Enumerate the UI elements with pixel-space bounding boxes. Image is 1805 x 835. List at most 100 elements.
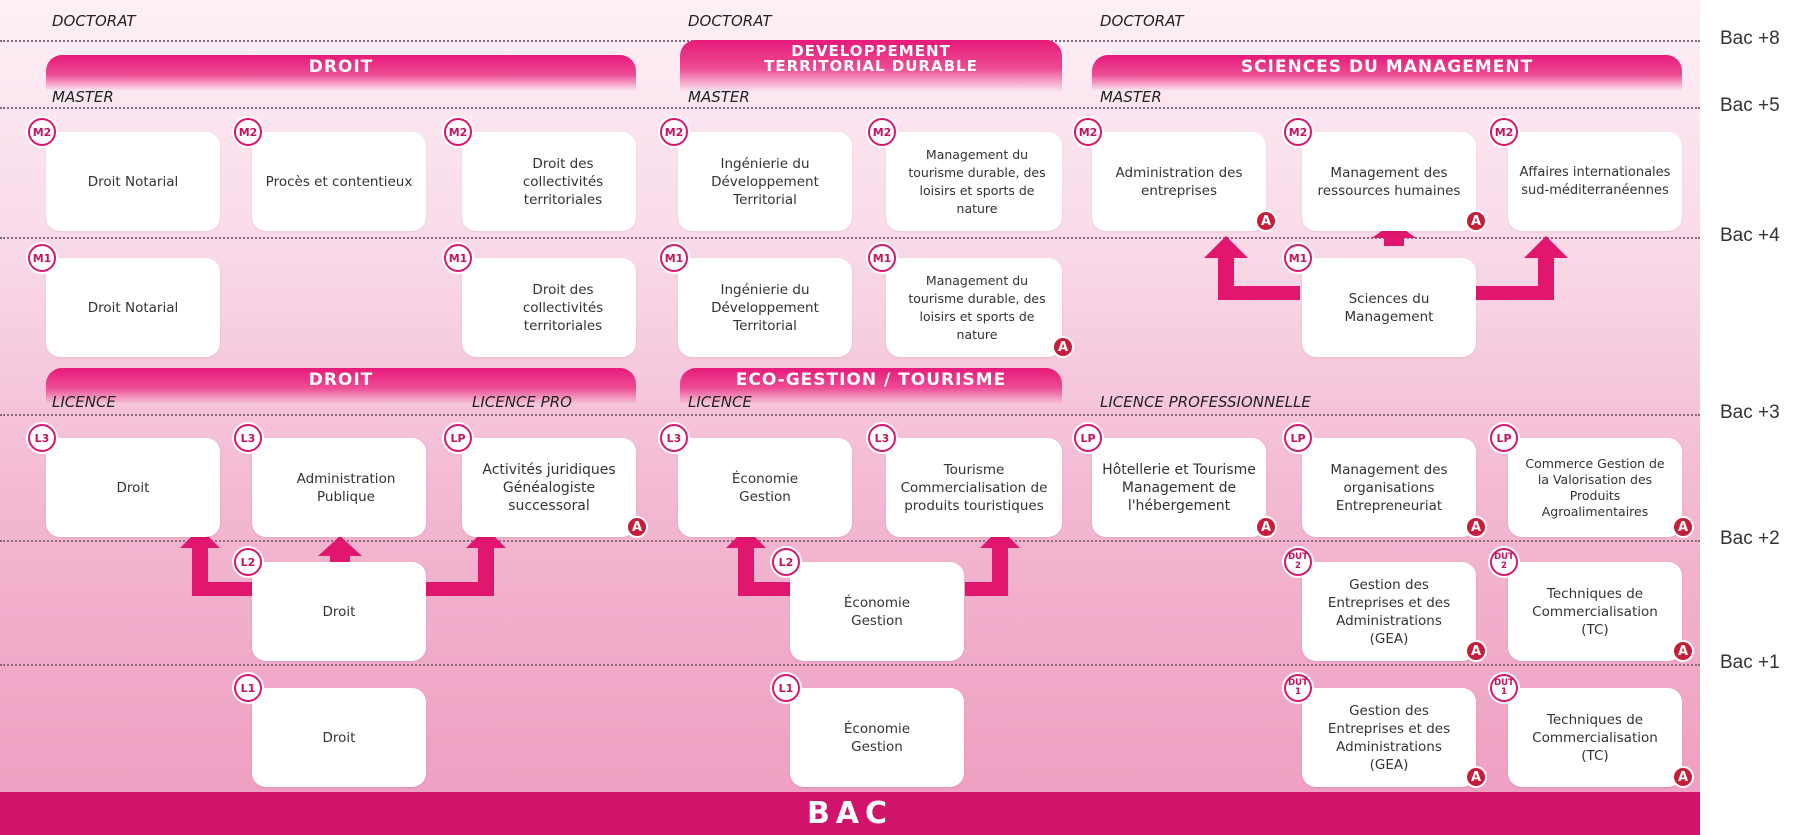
box-lp-commerce-gestion[interactable]: Commerce Gestion de la Valorisation des …: [1508, 438, 1682, 537]
box-dut1-gea[interactable]: Gestion des Entreprises et des Administr…: [1302, 688, 1476, 787]
box-l1-economie-gestion[interactable]: Économie Gestion: [790, 688, 964, 787]
licence-professionnelle-label: LICENCE PROFESSIONNELLE: [1100, 393, 1311, 411]
licence-label-2: LICENCE: [688, 393, 752, 411]
level-bac4: Bac +4: [1720, 225, 1780, 246]
badge-m2: M2: [1074, 118, 1102, 146]
band-droit-master: DROIT: [46, 55, 636, 91]
box-lp-activites-juridiques[interactable]: Activités juridiques Généalogiste succes…: [462, 438, 636, 537]
alternance-mark: A: [626, 516, 648, 538]
level-bac3: Bac +3: [1720, 402, 1780, 423]
box-m1-sciences-management[interactable]: Sciences du Management: [1302, 258, 1476, 357]
badge-l3: L3: [660, 424, 688, 452]
box-m1-ingenierie[interactable]: Ingénierie du Développement Territorial: [678, 258, 852, 357]
alternance-mark: A: [1672, 640, 1694, 662]
box-m2-management-tourisme[interactable]: Management du tourisme durable, des lois…: [886, 132, 1062, 231]
box-l3-tourisme-commercialisation[interactable]: Tourisme Commercialisation de produits t…: [886, 438, 1062, 537]
badge-m1: M1: [660, 244, 688, 272]
box-l2-economie-gestion[interactable]: Économie Gestion: [790, 562, 964, 661]
badge-m2: M2: [1490, 118, 1518, 146]
band-droit-master-title: DROIT: [308, 57, 374, 77]
badge-dut2: DUT 2: [1490, 548, 1518, 576]
badge-dut2: DUT 2: [1284, 548, 1312, 576]
badge-l3: L3: [234, 424, 262, 452]
master-label-1: MASTER: [52, 88, 114, 106]
alternance-mark: A: [1255, 516, 1277, 538]
box-l1-droit[interactable]: Droit: [252, 688, 426, 787]
badge-m1: M1: [1284, 244, 1312, 272]
band-droit-licence: DROIT: [46, 368, 636, 404]
box-dut1-tc[interactable]: Techniques de Commercialisation (TC): [1508, 688, 1682, 787]
band-eco-gestion-title: ECO-GESTION / TOURISME: [735, 370, 1007, 390]
badge-m2: M2: [1284, 118, 1312, 146]
level-axis: [1700, 0, 1805, 835]
line-bac1: [0, 664, 1700, 666]
badge-lp: LP: [444, 424, 472, 452]
box-m2-proces-contentieux[interactable]: Procès et contentieux: [252, 132, 426, 231]
band-developpement: DEVELOPPEMENT TERRITORIAL DURABLE: [680, 40, 1062, 92]
line-bac2: [0, 540, 1700, 542]
box-l2-droit[interactable]: Droit: [252, 562, 426, 661]
box-l3-droit[interactable]: Droit: [46, 438, 220, 537]
level-bac5: Bac +5: [1720, 95, 1780, 116]
badge-l1: L1: [772, 674, 800, 702]
alternance-mark: A: [1672, 766, 1694, 788]
badge-m1: M1: [28, 244, 56, 272]
badge-l2: L2: [234, 548, 262, 576]
badge-m1: M1: [868, 244, 896, 272]
alternance-mark: A: [1672, 516, 1694, 538]
line-bac5: [0, 107, 1700, 109]
alternance-mark: A: [1465, 766, 1487, 788]
alternance-mark: A: [1465, 516, 1487, 538]
box-m1-droit-collectivites[interactable]: Droit des collectivités territoriales: [462, 258, 636, 357]
bac-label: BAC: [806, 796, 894, 831]
box-m2-ingenierie[interactable]: Ingénierie du Développement Territorial: [678, 132, 852, 231]
box-m2-affaires-internationales[interactable]: Affaires internationales sud-méditerrané…: [1508, 132, 1682, 231]
badge-l3: L3: [868, 424, 896, 452]
box-dut2-tc[interactable]: Techniques de Commercialisation (TC): [1508, 562, 1682, 661]
arrow-l2-droit-to-lp: [425, 528, 506, 596]
alternance-mark: A: [1255, 210, 1277, 232]
alternance-mark: A: [1465, 640, 1487, 662]
box-m2-management-rh[interactable]: Management des ressources humaines: [1302, 132, 1476, 231]
band-sciences-management: SCIENCES DU MANAGEMENT: [1092, 55, 1682, 91]
box-lp-hotellerie[interactable]: Hôtellerie et Tourisme Management de l'h…: [1092, 438, 1266, 537]
badge-dut1: DUT 1: [1284, 674, 1312, 702]
line-bac4: [0, 237, 1700, 239]
badge-m2: M2: [234, 118, 262, 146]
box-m2-droit-collectivites[interactable]: Droit des collectivités territoriales: [462, 132, 636, 231]
level-bac2: Bac +2: [1720, 528, 1780, 549]
box-m2-droit-notarial[interactable]: Droit Notarial: [46, 132, 220, 231]
curriculum-diagram: DOCTORAT DOCTORAT DOCTORAT DROIT DEVELOP…: [0, 0, 1700, 835]
doctorat-label-3: DOCTORAT: [1100, 12, 1184, 30]
box-m1-droit-notarial[interactable]: Droit Notarial: [46, 258, 220, 357]
bac-bar: BAC: [0, 792, 1700, 835]
level-bac1: Bac +1: [1720, 652, 1780, 673]
band-developpement-line2: TERRITORIAL DURABLE: [764, 57, 978, 75]
alternance-mark: A: [1465, 210, 1487, 232]
master-label-2: MASTER: [688, 88, 750, 106]
alternance-mark: A: [1052, 336, 1074, 358]
box-lp-management-organisations[interactable]: Management des organisations Entrepreneu…: [1302, 438, 1476, 537]
box-l3-administration-publique[interactable]: Administration Publique: [252, 438, 426, 537]
badge-m2: M2: [868, 118, 896, 146]
badge-m2: M2: [660, 118, 688, 146]
box-l3-economie-gestion[interactable]: Économie Gestion: [678, 438, 852, 537]
arrow-m1-to-m2-affaires: [1472, 236, 1568, 300]
badge-l1: L1: [234, 674, 262, 702]
band-droit-licence-title: DROIT: [308, 370, 374, 390]
band-sciences-management-title: SCIENCES DU MANAGEMENT: [1240, 57, 1534, 77]
doctorat-label-2: DOCTORAT: [688, 12, 772, 30]
badge-lp: LP: [1074, 424, 1102, 452]
line-bac3: [0, 414, 1700, 416]
band-developpement-line1: DEVELOPPEMENT: [791, 42, 951, 60]
level-bac8: Bac +8: [1720, 28, 1780, 49]
band-eco-gestion: ECO-GESTION / TOURISME: [680, 368, 1062, 404]
box-m1-management-tourisme[interactable]: Management du tourisme durable, des lois…: [886, 258, 1062, 357]
master-label-3: MASTER: [1100, 88, 1162, 106]
badge-dut1: DUT 1: [1490, 674, 1518, 702]
arrow-l2-eco-to-l3-tourisme: [965, 528, 1020, 596]
box-m2-admin-entreprises[interactable]: Administration des entreprises: [1092, 132, 1266, 231]
arrow-m1-to-m2-admin: [1204, 236, 1300, 300]
box-dut2-gea[interactable]: Gestion des Entreprises et des Administr…: [1302, 562, 1476, 661]
badge-m2: M2: [444, 118, 472, 146]
